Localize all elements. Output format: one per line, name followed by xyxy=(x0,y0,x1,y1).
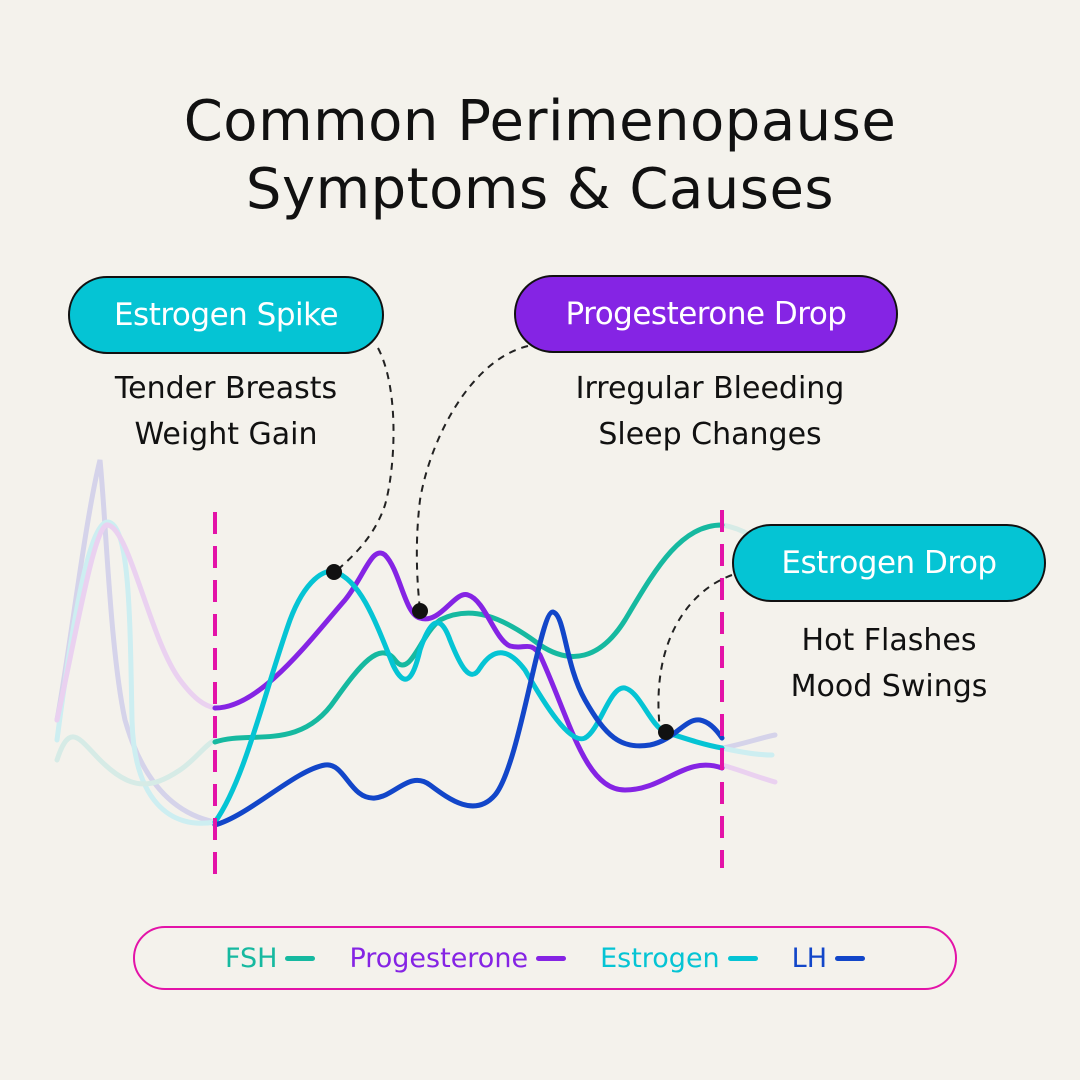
progesterone-drop-dot xyxy=(412,603,428,619)
legend-label: FSH xyxy=(224,942,278,974)
lh-curve xyxy=(212,609,725,828)
callout-connectors xyxy=(334,345,733,731)
estrogen-spike-symptoms: Tender Breasts Weight Gain xyxy=(68,366,384,458)
faded-curves xyxy=(54,459,778,826)
legend-label: Estrogen xyxy=(600,942,720,974)
legend-swatch-icon xyxy=(285,955,316,961)
legend-item-estrogen: Estrogen xyxy=(600,943,758,974)
chart-legend: FSH Progesterone Estrogen LH xyxy=(133,926,957,990)
legend-item-progesterone: Progesterone xyxy=(349,942,567,974)
estrogen-drop-dot xyxy=(658,724,674,740)
symptom: Hot Flashes xyxy=(801,623,977,658)
estrogen-drop-label: Estrogen Drop xyxy=(781,545,997,581)
fsh-curve xyxy=(212,522,725,745)
estrogen-spike-label: Estrogen Spike xyxy=(113,297,339,333)
page-title: Common Perimenopause Symptoms & Causes xyxy=(0,88,1080,224)
estrogen-spike-dot xyxy=(326,564,342,580)
symptom: Weight Gain xyxy=(134,417,318,452)
estrogen-spike-badge: Estrogen Spike xyxy=(68,276,384,354)
symptom: Sleep Changes xyxy=(598,417,822,452)
progesterone-curve xyxy=(212,550,725,793)
estrogen-curve xyxy=(212,568,725,825)
title-line-1: Common Perimenopause xyxy=(183,89,897,154)
legend-item-lh: LH xyxy=(791,942,866,974)
symptom: Tender Breasts xyxy=(114,371,338,406)
legend-label: LH xyxy=(791,942,828,974)
title-line-2: Symptoms & Causes xyxy=(245,157,835,222)
progesterone-drop-label: Progesterone Drop xyxy=(565,296,848,332)
progesterone-drop-symptoms: Irregular Bleeding Sleep Changes xyxy=(500,366,920,458)
legend-swatch-icon xyxy=(835,955,866,961)
estrogen-drop-badge: Estrogen Drop xyxy=(732,524,1046,602)
legend-swatch-icon xyxy=(727,955,758,961)
progesterone-drop-badge: Progesterone Drop xyxy=(514,275,898,353)
legend-label: Progesterone xyxy=(349,942,529,974)
legend-swatch-icon xyxy=(536,955,567,961)
estrogen-drop-symptoms: Hot Flashes Mood Swings xyxy=(732,618,1046,710)
symptom: Irregular Bleeding xyxy=(575,371,845,406)
symptom: Mood Swings xyxy=(790,669,988,704)
legend-item-fsh: FSH xyxy=(225,943,316,974)
